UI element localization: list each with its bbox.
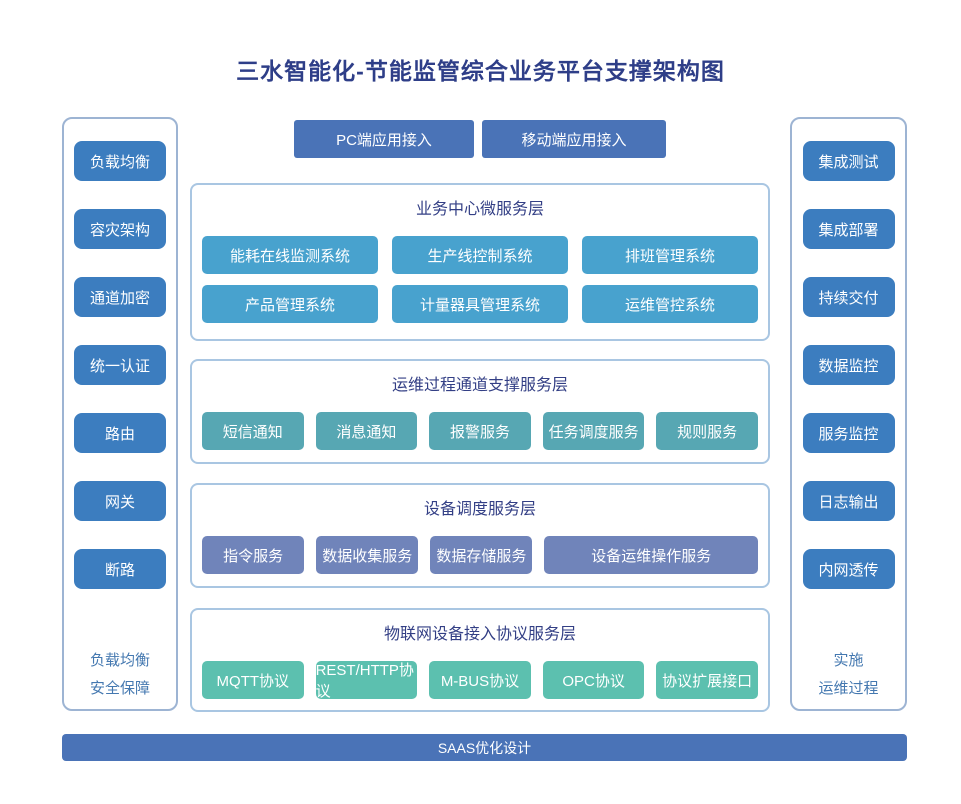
layer-iot-protocol-title: 物联网设备接入协议服务层 — [383, 626, 576, 643]
node-load-balance: 负载均衡 — [74, 141, 166, 181]
node-continuous-delivery: 持续交付 — [802, 277, 895, 317]
node-unified-auth: 统一认证 — [74, 345, 166, 385]
node-integration-test: 集成测试 — [802, 141, 895, 181]
node-message-notify: 消息通知 — [315, 412, 418, 450]
node-ops-control-system: 运维管控系统 — [582, 285, 758, 323]
node-sms-notify: 短信通知 — [202, 412, 304, 450]
right-panel: 集成测试 集成部署 持续交付 数据监控 服务监控 日志输出 内网透传 实施 运维… — [790, 117, 907, 711]
layer-iot-protocol: 物联网设备接入协议服务层 MQTT协议 REST/HTTP协议 M-BUS协议 … — [190, 608, 770, 712]
node-data-monitor: 数据监控 — [802, 345, 895, 385]
mobile-access-node: 移动端应用接入 — [482, 120, 666, 158]
node-routing: 路由 — [74, 413, 166, 453]
node-metering-instrument-system: 计量器具管理系统 — [392, 285, 568, 323]
left-panel-caption: 负载均衡 安全保障 — [90, 647, 150, 703]
node-production-line-control-system: 生产线控制系统 — [392, 236, 568, 274]
node-gateway: 网关 — [74, 481, 166, 521]
node-product-management-system: 产品管理系统 — [202, 285, 378, 323]
node-channel-encryption: 通道加密 — [74, 277, 166, 317]
node-circuit-break: 断路 — [74, 549, 166, 589]
node-shift-management-system: 排班管理系统 — [582, 236, 758, 274]
right-panel-caption-line1: 实施 — [833, 652, 864, 669]
node-data-storage-service: 数据存储服务 — [430, 536, 533, 574]
access-button-row: PC端应用接入 移动端应用接入 — [190, 120, 770, 158]
layer-channel-support-title: 运维过程通道支撑服务层 — [391, 377, 568, 394]
right-panel-caption-line2: 运维过程 — [818, 680, 879, 697]
node-protocol-extension: 协议扩展接口 — [656, 661, 758, 699]
node-disaster-recovery: 容灾架构 — [74, 209, 166, 249]
layer-iot-protocol-row: MQTT协议 REST/HTTP协议 M-BUS协议 OPC协议 协议扩展接口 — [192, 661, 768, 700]
layer-device-dispatch: 设备调度服务层 指令服务 数据收集服务 数据存储服务 设备运维操作服务 — [190, 483, 770, 588]
node-opc-protocol: OPC协议 — [542, 661, 645, 699]
left-panel: 负载均衡 容灾架构 通道加密 统一认证 路由 网关 断路 负载均衡 安全保障 — [62, 117, 178, 711]
node-integration-deploy: 集成部署 — [802, 209, 895, 249]
layer-business-services: 业务中心微服务层 能耗在线监测系统 生产线控制系统 排班管理系统 产品管理系统 … — [190, 183, 770, 341]
node-task-schedule-service: 任务调度服务 — [542, 412, 645, 450]
node-intranet-passthrough: 内网透传 — [802, 549, 895, 589]
left-panel-caption-line2: 安全保障 — [89, 680, 150, 697]
node-rest-http-protocol: REST/HTTP协议 — [315, 661, 418, 700]
left-panel-caption-line1: 负载均衡 — [89, 652, 150, 669]
node-alarm-service: 报警服务 — [429, 412, 531, 450]
node-log-output: 日志输出 — [802, 481, 895, 521]
node-mqtt-protocol: MQTT协议 — [202, 661, 304, 699]
node-mbus-protocol: M-BUS协议 — [429, 661, 531, 699]
diagram-title: 三水智能化-节能监管综合业务平台支撑架构图 — [236, 58, 725, 84]
layer-business-services-title: 业务中心微服务层 — [415, 201, 544, 218]
saas-optimization-bar: SAAS优化设计 — [62, 734, 907, 761]
layer-channel-support-row: 短信通知 消息通知 报警服务 任务调度服务 规则服务 — [192, 412, 768, 450]
layer-business-services-grid: 能耗在线监测系统 生产线控制系统 排班管理系统 产品管理系统 计量器具管理系统 … — [192, 236, 768, 323]
layer-channel-support: 运维过程通道支撑服务层 短信通知 消息通知 报警服务 任务调度服务 规则服务 — [190, 359, 770, 464]
node-command-service: 指令服务 — [202, 536, 305, 574]
node-device-ops-service: 设备运维操作服务 — [544, 536, 758, 574]
right-panel-caption: 实施 运维过程 — [818, 647, 878, 703]
node-rule-service: 规则服务 — [656, 412, 758, 450]
layer-device-dispatch-title: 设备调度服务层 — [423, 501, 536, 518]
node-service-monitor: 服务监控 — [802, 413, 895, 453]
layer-device-dispatch-row: 指令服务 数据收集服务 数据存储服务 设备运维操作服务 — [192, 536, 768, 574]
pc-access-node: PC端应用接入 — [294, 120, 474, 158]
node-data-collect-service: 数据收集服务 — [316, 536, 419, 574]
node-energy-monitoring-system: 能耗在线监测系统 — [202, 236, 378, 274]
